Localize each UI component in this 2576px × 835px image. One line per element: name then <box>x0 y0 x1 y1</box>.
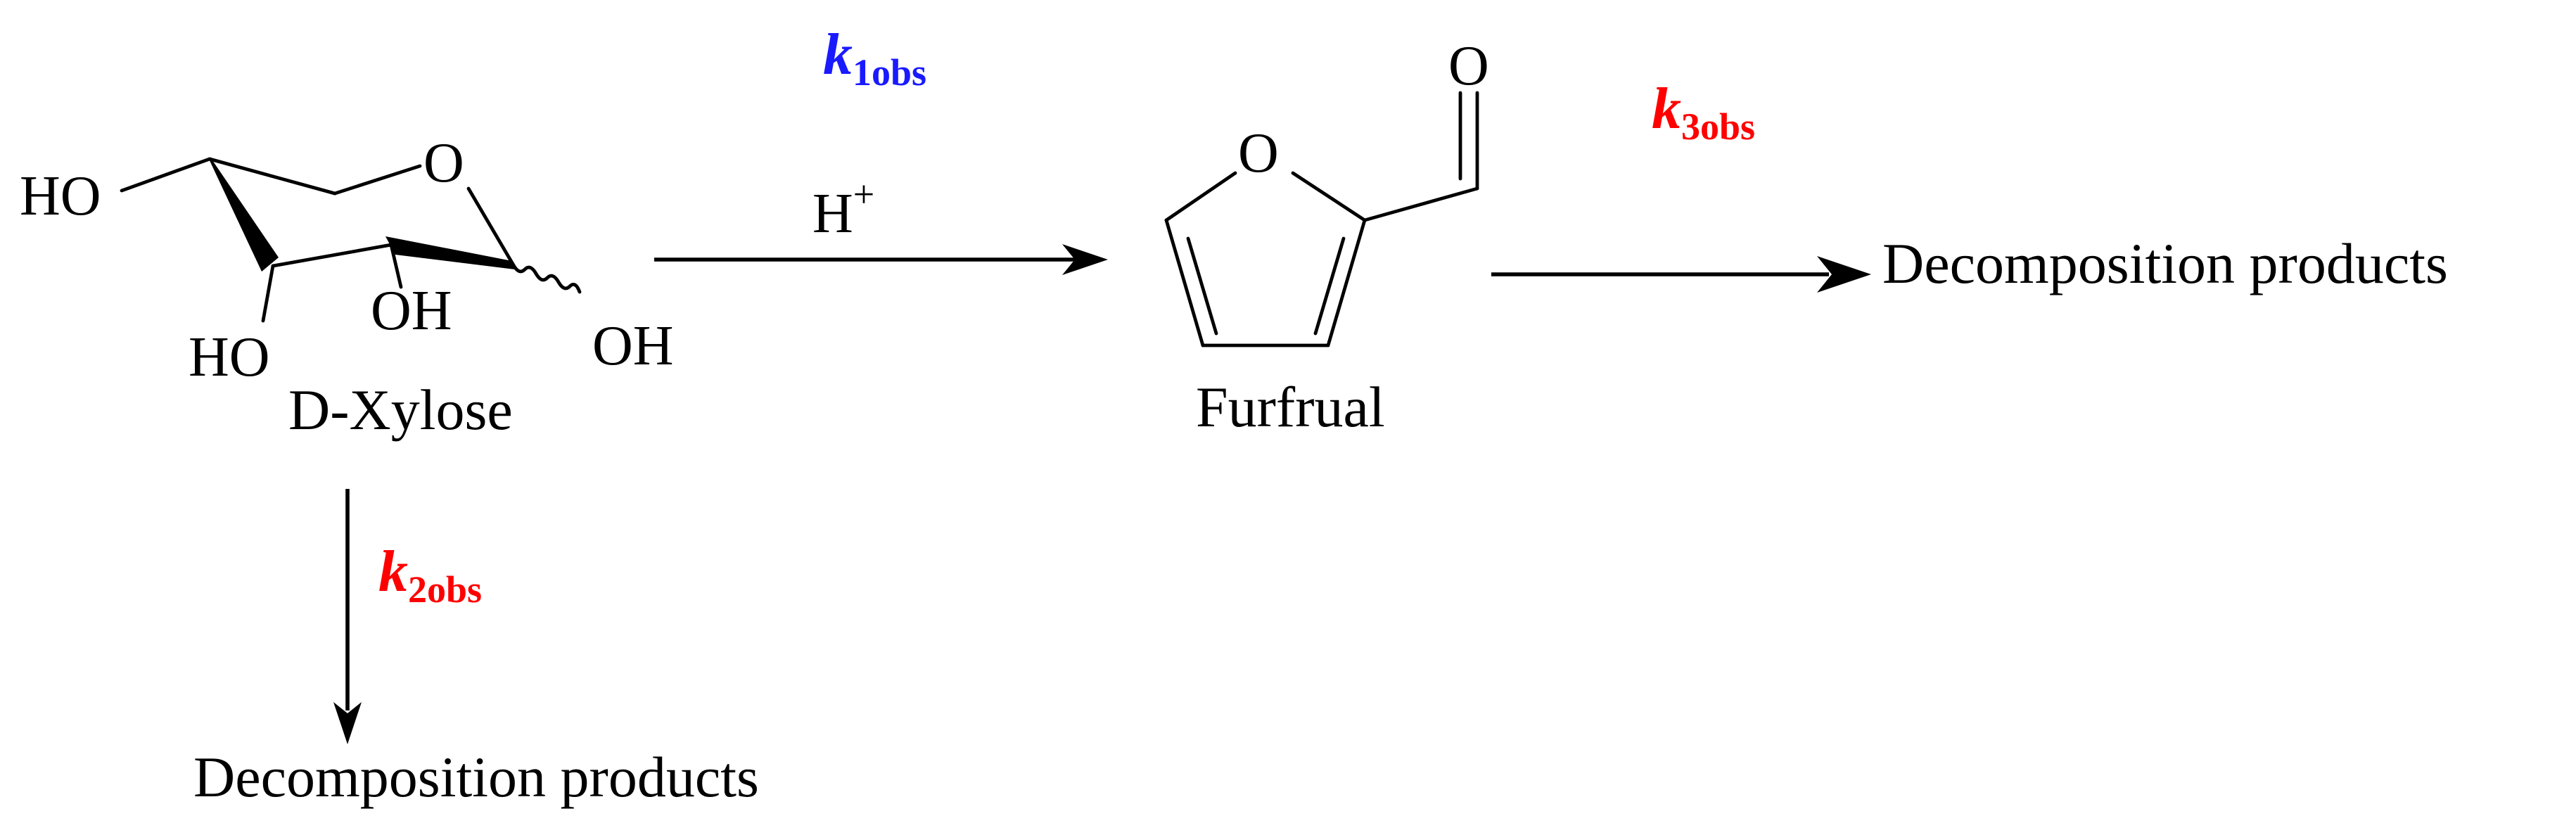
furfural-bond-c2-cho <box>1363 186 1479 222</box>
arrow-xylose-to-furfural <box>654 244 1108 275</box>
furfural-bond-c4-c5 <box>1164 218 1205 348</box>
xylose-oh-mid-label: OH <box>371 280 452 342</box>
furfural-bond-c5-o <box>1164 171 1237 222</box>
k1-rate-label: k1obs <box>823 22 926 94</box>
xylose-ring-oxygen-label: O <box>423 132 464 194</box>
k3-rate-label: k3obs <box>1652 76 1755 148</box>
furfural-ring-oxygen-label: O <box>1238 122 1279 184</box>
xylose-bond-c2-c3 <box>271 243 393 268</box>
furfural-bond-c2-c3-inner <box>1313 236 1346 336</box>
furfural-bond-c2-c3 <box>1326 218 1367 348</box>
decomposition-products-down: Decomposition products <box>193 745 759 809</box>
xylose-bond-o-c1 <box>466 186 516 267</box>
xylose-ho-top-label: HO <box>20 165 101 227</box>
k2-rate-label: k2obs <box>378 539 482 611</box>
xylose-bond-c4-ho <box>120 157 212 193</box>
arrow-furfural-to-decomposition <box>1491 256 1871 293</box>
catalyst-label: H+ <box>812 173 874 245</box>
xylose-oh-anomeric-label: OH <box>592 315 674 377</box>
xylose-bond-c5-o <box>333 164 422 196</box>
xylose-wedge-c2-c1 <box>385 236 515 269</box>
xylose-wedge-c4-c3 <box>208 158 279 272</box>
furfural-bond-c4-c5-inner <box>1186 236 1218 336</box>
furfural-bond-o-c2 <box>1291 171 1367 222</box>
xylose-bond-c2-oh <box>389 243 403 289</box>
xylose-wavy-anomeric-bond <box>511 263 582 294</box>
furfural-name: Furfrual <box>1196 375 1385 439</box>
decomposition-products-right: Decomposition products <box>1882 231 2448 295</box>
xylose-name: D-Xylose <box>288 378 513 442</box>
xylose-structure: HO O HO OH OH D-Xylose <box>20 132 674 442</box>
xylose-bond-c4-c5 <box>208 157 337 196</box>
arrow-xylose-to-decomposition <box>333 489 362 744</box>
xylose-bond-c3-ho <box>261 264 275 323</box>
furfural-structure: O O Furfrual <box>1164 35 1489 439</box>
furfural-carbonyl-oxygen-label: O <box>1448 35 1489 97</box>
xylose-ho-bottom-label: HO <box>189 326 270 388</box>
